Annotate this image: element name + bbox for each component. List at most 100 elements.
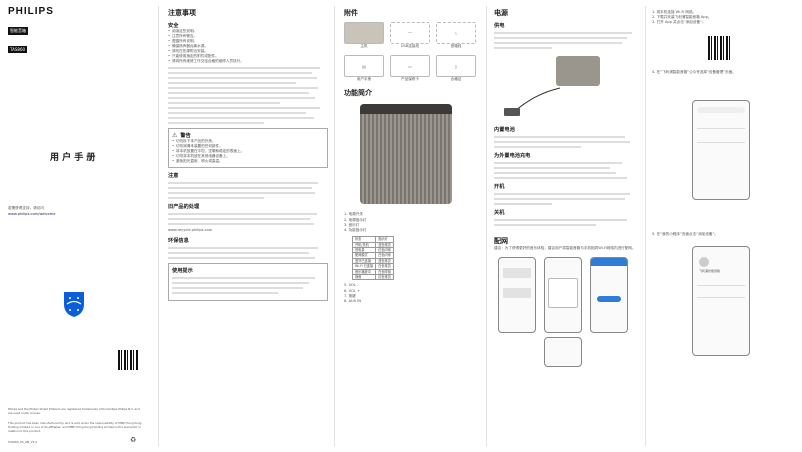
accessory-cert: ▯ 合格证 (436, 55, 476, 82)
table-cell: 白色呼吸 (375, 268, 394, 276)
list-item: 请勿在热源附近安装。 (168, 49, 328, 54)
model-badge: TAS860 (8, 46, 28, 53)
dialog-box (548, 278, 578, 309)
power-on-heading: 开机 (494, 184, 505, 190)
recycle-icon: ♻ (130, 436, 137, 444)
accessory-speaker: 主机 (344, 22, 384, 49)
list-item: 避免阳光直射、明火或高温。 (172, 159, 324, 164)
divider (334, 6, 335, 446)
setup-column: 1. 将手机连接 Wi-Fi 网络。 2. 下载并安装飞利浦智能音箱 App。 … (652, 0, 798, 452)
callout: 1. 电源开关 (344, 212, 363, 217)
series-badge: 智能音箱 (8, 27, 28, 35)
phone-screen (590, 257, 628, 334)
text-filler (494, 162, 639, 179)
app-card (503, 288, 531, 299)
warning-header: ⚠ 警告 (172, 132, 324, 139)
text-filler (168, 213, 328, 225)
recycle-url[interactable]: www.recycle.philips.com (168, 228, 213, 232)
text-filler (494, 219, 639, 226)
add-device-button[interactable] (597, 296, 621, 303)
phone-screen: 飞利浦智能音箱 (692, 246, 750, 356)
power-connection-diagram (504, 56, 600, 116)
search-bar[interactable] (697, 107, 745, 113)
usb-charge-heading: 为外置电池充电 (494, 153, 531, 159)
callout: 8. AUX IN (344, 299, 362, 304)
table-row: 配网模式白色闪烁 (351, 252, 394, 259)
cable-icon: 〰 (390, 22, 430, 44)
step-5: 5. 在“我的小程序”页面点击“添加设备”。 (652, 232, 718, 236)
accessory-label: 产品保修卡 (401, 77, 419, 82)
safety-list: 阅读这些说明。 注意所有警告。 遵循所有说明。 确保扬声器远离水源。 请勿在热源… (168, 29, 328, 64)
footer-warranty: This product has been manufactured by an… (8, 421, 142, 433)
safety-title: 注意事项 (168, 9, 196, 17)
accessory-label: USB连接线 (400, 44, 420, 48)
network-title: 配网 (494, 237, 508, 245)
speaker-icon (344, 22, 384, 44)
table-cell: 白色常亮 (375, 263, 394, 270)
footer-trademark: Philips and the Philips Shield Emblem ar… (8, 407, 140, 415)
warning-title: 警告 (180, 133, 191, 139)
table-cell: 开机/关机 (351, 241, 377, 249)
list-item: 阅读这些说明。 (168, 29, 328, 34)
list-item: 确保扬声器远离水源。 (168, 44, 328, 49)
list-item: 请将所有维修工作交给合格的维修人员执行。 (168, 59, 328, 64)
app-header (591, 258, 627, 267)
accessory-cable: ⌇ 音箱线 (436, 22, 476, 49)
note-box: 使用提示 (168, 263, 328, 302)
callout-list: 1. 电源开关 2. 电源指示灯 3. 音乐灯 4. 功能指示灯 (344, 212, 480, 233)
callout: 2. 电源指示灯 (344, 217, 367, 222)
phone-screen (498, 257, 536, 334)
accessory-grid: 主机 〰 USB连接线 ⌇ 音箱线 ▤ 用户手册 ▭ 产品保修卡 ▯ 合格证 (344, 22, 480, 82)
accessories-title: 附件 (344, 9, 358, 17)
accessory-label: 音箱线 (450, 44, 462, 48)
speaker-front-illustration (360, 104, 452, 205)
callout: 5. VOL - (344, 283, 359, 288)
table-cell: 蓝色常亮 (375, 241, 394, 249)
phone-screen (544, 337, 582, 368)
text-filler (168, 182, 328, 199)
table-cell: 蓝色常亮 (375, 257, 394, 265)
list-item[interactable] (697, 290, 745, 299)
list-item: 注意所有警告。 (168, 34, 328, 39)
accessory-label: 合格证 (450, 77, 462, 82)
power-column: 电源 供电 内置电池 为外置电池充电 开机 关机 配网 建议：为了获得更好的音乐… (494, 0, 639, 452)
app-card (503, 268, 531, 279)
list-item: 将本机放置在平坦、坚硬和稳定的表面上。 (172, 149, 324, 154)
text-filler (168, 67, 328, 124)
qr-code (708, 35, 732, 60)
brand-block: PHILIPS 智能音箱 TAS860 (8, 6, 54, 55)
table-row: Wi-Fi 已连接白色常亮 (351, 263, 394, 270)
overview-title: 功能简介 (344, 89, 372, 98)
table-cell: 音乐播放中 (351, 268, 377, 276)
notice-heading: 注意 (168, 173, 179, 179)
book-icon: ▤ (344, 55, 384, 78)
warning-box: ⚠ 警告 切勿拆下本产品的外壳。 切勿润滑本装置的任何部件。 将本机放置在平坦、… (168, 128, 328, 168)
list-item[interactable] (697, 119, 745, 129)
step-2: 2. 下载并安装飞利浦智能音箱 App。 (652, 15, 712, 20)
doc-code: TAS860_93_UM_V1.0 (8, 440, 38, 444)
table-cell: 配网模式 (351, 252, 377, 259)
philips-shield-icon (64, 292, 84, 317)
manual-title: 用 户 手 册 (50, 153, 96, 163)
divider (486, 6, 487, 446)
divider (158, 6, 159, 446)
list-item: 切勿拆下本产品的外壳。 (172, 139, 324, 144)
cover-column: PHILIPS 智能音箱 TAS860 用 户 手 册 若需获得支持，请访问 w… (0, 0, 150, 452)
table-cell: 静音 (351, 274, 377, 281)
safety-heading: 安全 (168, 23, 179, 29)
safety-column: 注意事项 安全 阅读这些说明。 注意所有警告。 遵循所有说明。 确保扬声器远离水… (168, 0, 328, 452)
list-item[interactable] (697, 278, 745, 287)
text-filler (168, 247, 328, 260)
list-item[interactable] (697, 133, 745, 143)
support-text: 若需获得支持，请访问 (8, 206, 44, 210)
accessory-warranty: ▭ 产品保修卡 (390, 55, 430, 82)
callout: 7. 按键 (344, 293, 356, 298)
battery-heading: 内置电池 (494, 127, 515, 133)
supply-heading: 供电 (494, 23, 505, 29)
text-filler (494, 136, 639, 148)
accessory-label: 主机 (360, 44, 368, 48)
phone-screen (544, 257, 582, 334)
power-off-heading: 关机 (494, 210, 505, 216)
support-url[interactable]: www.philips.com/welcome (8, 212, 56, 216)
divider (645, 6, 646, 446)
